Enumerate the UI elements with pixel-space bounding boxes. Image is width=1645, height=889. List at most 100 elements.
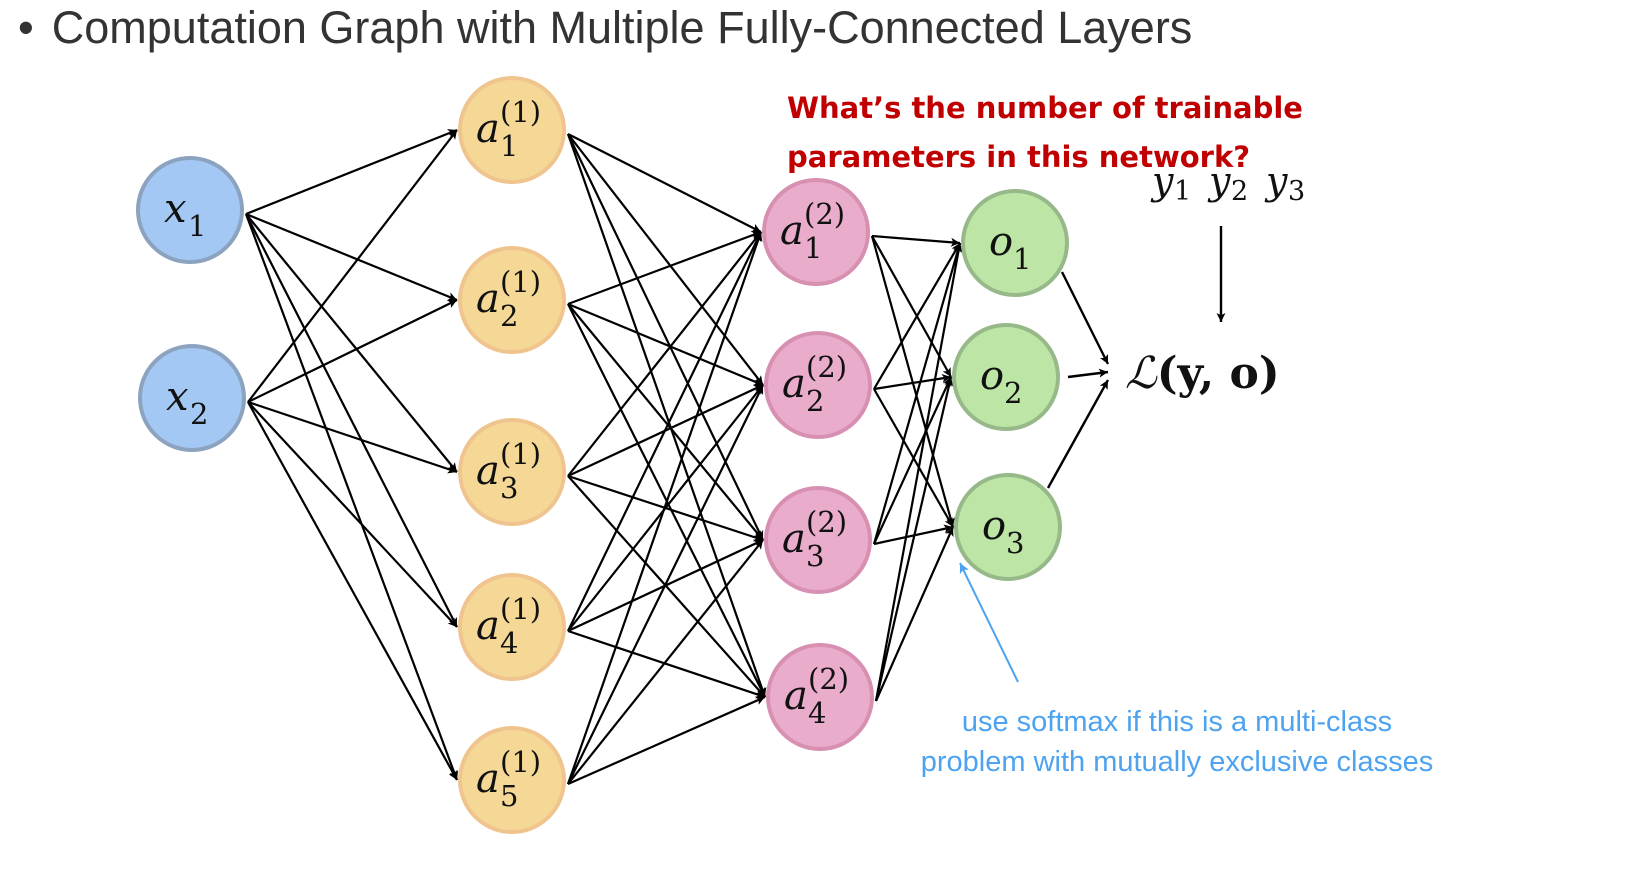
edge-x2-to-a2_1 <box>247 299 458 403</box>
node-superscript: (1) <box>500 745 541 779</box>
note-line-2: problem with mutually exclusive classes <box>920 746 1434 778</box>
node-subscript: 1 <box>188 209 206 243</box>
target-subscript: 1 <box>1174 176 1191 207</box>
node-subscript: 2 <box>190 397 208 431</box>
node-label: o <box>982 503 1006 549</box>
node-circle <box>954 473 1062 581</box>
edge-a5_1-to-a1_2 <box>566 231 763 785</box>
node-label: a <box>476 603 500 649</box>
edge-a5_1-to-a2_2 <box>567 384 764 785</box>
node-circle <box>952 323 1060 431</box>
node-label: a <box>782 516 806 562</box>
node-subscript: 1 <box>804 231 822 265</box>
question-text: What’s the number of trainable parameter… <box>787 84 1347 182</box>
node-label: o <box>980 353 1004 399</box>
target-subscript: 3 <box>1288 176 1305 207</box>
node-label: x <box>166 374 189 420</box>
edge-a1_1-to-a1_2 <box>567 133 762 233</box>
edge-a2_1-to-a2_2 <box>567 302 764 387</box>
node-superscript: (1) <box>500 95 541 129</box>
node-subscript: 3 <box>806 539 824 573</box>
node-circle <box>458 246 566 354</box>
node-circle <box>961 189 1069 297</box>
node-label: a <box>476 756 500 802</box>
edge-a4_2-to-o1 <box>874 242 963 702</box>
edge-a5_1-to-a4_2 <box>567 695 766 786</box>
node-circle <box>766 643 874 751</box>
node-circle <box>762 178 870 286</box>
node-label: o <box>989 219 1013 265</box>
node-subscript: 4 <box>500 626 518 660</box>
edge-a5_1-to-a3_2 <box>567 539 764 785</box>
loss-args: (y, o) <box>1157 348 1280 399</box>
edge-x1-to-a5_1 <box>244 213 459 781</box>
softmax-note: use softmax if this is a multi-class pro… <box>872 702 1482 782</box>
node-label: a <box>476 106 500 152</box>
edge-a3_2-to-o1 <box>872 242 962 545</box>
node-superscript: (2) <box>806 505 847 539</box>
edge-o1-to-loss <box>1060 271 1110 365</box>
edge-a1_1-to-a2_2 <box>567 133 764 386</box>
target-y1: y <box>1150 159 1174 203</box>
node-subscript: 3 <box>1006 526 1024 560</box>
edge-x2-to-a1_1 <box>247 129 458 403</box>
target-y2: y <box>1207 159 1231 203</box>
edge-a3_1-to-a1_2 <box>567 231 762 477</box>
note-line-1: use softmax if this is a multi-class <box>961 706 1393 738</box>
edge-a2_1-to-a1_2 <box>567 230 762 306</box>
node-superscript: (2) <box>808 662 849 696</box>
node-subscript: 1 <box>500 129 518 163</box>
node-subscript: 3 <box>500 471 518 505</box>
node-circle <box>138 344 246 452</box>
title-text: Computation Graph with Multiple Fully-Co… <box>51 2 1193 53</box>
edge-x2-to-a3_1 <box>247 400 458 474</box>
edge-a1_2-to-o3 <box>870 235 955 528</box>
question-line-2: parameters in this network? <box>787 140 1251 174</box>
node-subscript: 2 <box>500 299 518 333</box>
node-superscript: (1) <box>500 265 541 299</box>
edge-a1_1-to-a4_2 <box>566 133 767 698</box>
edge-a1_1-to-a3_2 <box>567 133 764 541</box>
edge-x1-to-a1_1 <box>245 128 458 216</box>
edge-a4_2-to-o2 <box>874 376 954 702</box>
slide-title: • Computation Graph with Multiple Fully-C… <box>18 2 1192 54</box>
node-label: a <box>476 276 500 322</box>
edge-a4_2-to-o3 <box>874 526 955 702</box>
node-label: a <box>780 208 804 254</box>
edge-a1_2-to-o2 <box>871 235 952 378</box>
edge-o3-to-loss <box>1046 379 1110 489</box>
edge-x1-to-a4_1 <box>245 213 458 628</box>
bullet: • <box>18 2 34 53</box>
edge-x2-to-a4_1 <box>247 401 458 628</box>
node-circle <box>764 486 872 594</box>
target-y3: y <box>1264 159 1288 203</box>
edge-a2_1-to-a3_2 <box>567 303 764 541</box>
node-subscript: 2 <box>1004 376 1022 410</box>
edge-a4_1-to-a1_2 <box>567 231 762 632</box>
edges-group <box>244 128 963 786</box>
softmax-annotation-arrow <box>959 562 1019 683</box>
edge-x1-to-a2_1 <box>245 212 458 302</box>
loss-symbol: ℒ <box>1125 348 1158 399</box>
node-subscript: 5 <box>500 779 518 813</box>
question-line-1: What’s the number of trainable <box>787 91 1303 125</box>
node-circle <box>136 156 244 264</box>
node-label: x <box>164 186 187 232</box>
node-circle <box>458 726 566 834</box>
node-label: a <box>784 673 808 719</box>
node-label: a <box>782 361 806 407</box>
node-circle <box>458 418 566 526</box>
edge-a1_2-to-o1 <box>871 234 961 247</box>
node-superscript: (2) <box>804 197 845 231</box>
